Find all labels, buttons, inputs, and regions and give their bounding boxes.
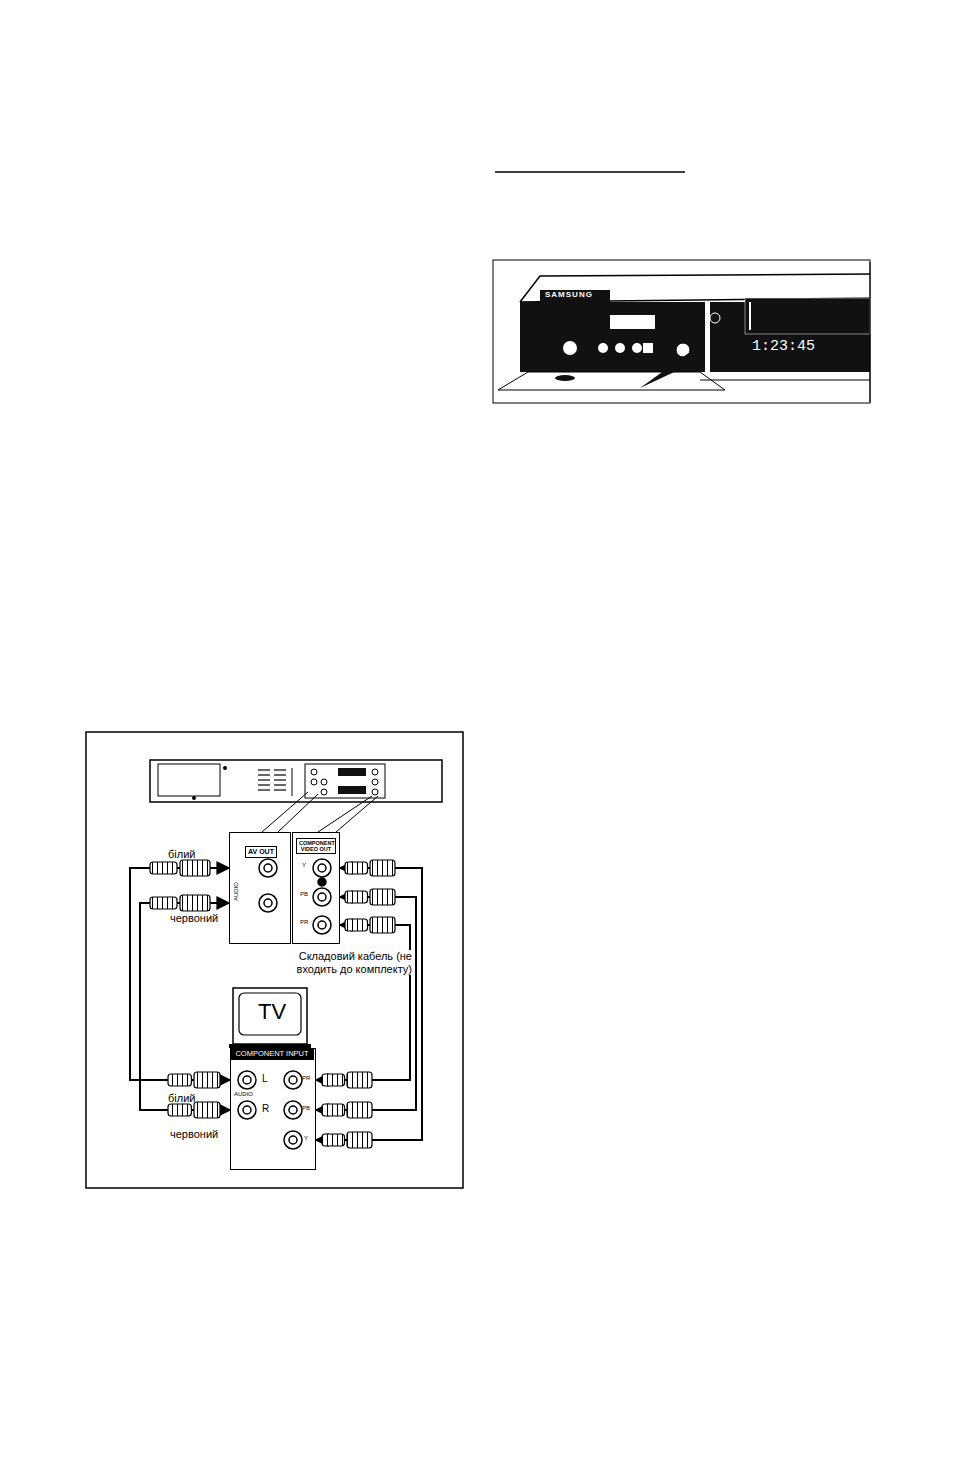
cable-color: червоний — [170, 912, 218, 925]
jack-letter: Y — [302, 862, 306, 869]
cable — [316, 897, 416, 1110]
tv-label: TV — [258, 1000, 286, 1024]
cable-color: білий — [168, 848, 195, 861]
display-digits: 1:23:45 — [752, 338, 815, 355]
rca-plug — [168, 1102, 220, 1118]
cable-color: червоний — [170, 1128, 218, 1141]
jack-letter: R — [262, 1103, 269, 1115]
rca-plug — [150, 895, 210, 911]
jacks — [238, 859, 331, 1149]
rca-plug — [322, 1102, 372, 1118]
panel-heading: COMPONENT INPUT — [230, 1048, 314, 1060]
rca-plug — [168, 1072, 220, 1088]
cable-note: Складовий кабель (не входить до комплект… — [262, 950, 412, 975]
rca-plug — [345, 917, 395, 933]
component-out-panel: COMPONENT VIDEO OUT — [292, 832, 340, 944]
front-panel — [493, 260, 870, 403]
jack-letter: Y — [304, 1135, 308, 1142]
brand-name: SAMSUNG — [545, 290, 593, 299]
tv-set — [229, 988, 311, 1048]
recorder-rear — [150, 760, 442, 832]
cable — [316, 868, 422, 1140]
cable — [316, 925, 410, 1080]
rca-plug — [322, 1072, 372, 1088]
rca-plug — [345, 889, 395, 905]
cable — [130, 868, 230, 1080]
jack-letter: PB — [302, 1105, 310, 1112]
rca-plug — [345, 860, 395, 876]
audio-label: AUDIO — [233, 882, 240, 901]
rca-plug — [322, 1132, 372, 1148]
jack-letter: PB — [300, 891, 308, 898]
cable-color: білий — [168, 1092, 195, 1105]
jack-letter: L — [262, 1073, 268, 1085]
jack-letter: PR — [300, 919, 308, 926]
rca-plug — [150, 860, 210, 876]
panel-heading: AV OUT — [245, 846, 277, 858]
audio-label: AUDIO — [234, 1091, 253, 1098]
av-out-panel: AV OUT AUDIO — [229, 832, 291, 944]
cable — [140, 903, 230, 1110]
jack-letter: PR — [302, 1075, 310, 1082]
tv-box: TV — [233, 988, 307, 1044]
panel-heading: COMPONENT VIDEO OUT — [296, 838, 336, 854]
